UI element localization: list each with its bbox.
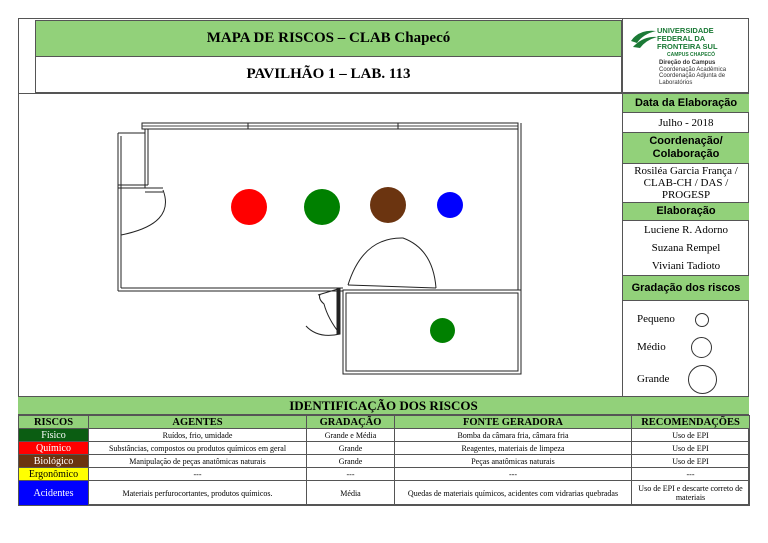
grade-cell: Grande [306,454,395,468]
grad-heading: Gradação dos riscos [623,275,749,301]
grad-large-label: Grande [637,373,670,385]
elaborator-3: Viviani Tadioto [651,260,721,272]
grade-cell: --- [306,467,395,481]
logo-wordmark: UNIVERSIDADE FEDERAL DA FRONTEIRA SUL [657,26,718,51]
recommendation-cell: Uso de EPI [631,454,750,468]
sidebar-divider [622,18,623,396]
grad-medium-label: Médio [637,341,666,353]
source-cell: Peças anatômicas naturais [394,454,632,468]
recommendation-cell: --- [631,467,750,481]
coord-value: Rosiléa Garcia França / CLAB-CH / DAS / … [634,165,738,201]
grade-cell: Grande [306,441,395,455]
agents-cell: Ruídos, frio, umidade [88,428,307,442]
source-cell: Bomba da câmara fria, câmara fria [394,428,632,442]
grade-cell: Média [306,480,395,506]
elaborator-2: Suzana Rempel [651,242,721,254]
grad-small-label: Pequeno [637,313,675,325]
table-row: Químico Substâncias, compostos ou produt… [18,441,750,455]
header-divider [18,93,623,94]
source-cell: Quedas de materiais químicos, acidentes … [394,480,632,506]
risk-type-cell: Ergonômico [18,467,89,481]
table-row: Biológico Manipulação de peças anatômica… [18,454,750,468]
agents-cell: Materiais perfurocortantes, produtos quí… [88,480,307,506]
risk-table-header: RISCOS AGENTES GRADAÇÃO FONTE GERADORA R… [18,415,750,429]
col-agentes: AGENTES [88,415,307,429]
page-title: MAPA DE RISCOS – CLAB Chapecó [35,20,622,57]
risk-circle-quimico [231,189,267,225]
risk-circle-fisico-lab [430,318,455,343]
page-subtitle: PAVILHÃO 1 – LAB. 113 [35,57,622,93]
col-fonte: FONTE GERADORA [394,415,632,429]
source-cell: Reagentes, materiais de limpeza [394,441,632,455]
risk-type-cell: Físico [18,428,89,442]
elab-heading: Elaboração [623,202,749,221]
agents-cell: --- [88,467,307,481]
recommendation-cell: Uso de EPI e descarte correto de materia… [631,480,750,506]
agents-cell: Substâncias, compostos ou produtos quími… [88,441,307,455]
floor-plan [117,122,522,375]
source-cell: --- [394,467,632,481]
table-row: Acidentes Materiais perfurocortantes, pr… [18,480,750,506]
col-gradacao: GRADAÇÃO [306,415,395,429]
date-heading: Data da Elaboração [623,93,749,113]
logo-directorate: Direção do Campus Coordenação Acadêmica … [659,60,727,86]
risk-circle-biologico [370,187,406,223]
date-value: Julho - 2018 [658,116,714,129]
risk-circle-fisico [304,189,340,225]
table-row: Físico Ruídos, frio, umidade Grande e Mé… [18,428,750,442]
risk-type-cell: Biológico [18,454,89,468]
grad-large-circle [688,365,717,394]
col-recomendacoes: RECOMENDAÇÕES [631,415,750,429]
grade-cell: Grande e Média [306,428,395,442]
col-riscos: RISCOS [18,415,89,429]
university-logo: UNIVERSIDADE FEDERAL DA FRONTEIRA SUL CA… [623,19,749,93]
table-row: Ergonômico --- --- --- --- [18,467,750,481]
elaborator-1: Luciene R. Adorno [643,224,728,236]
risk-table: RISCOS AGENTES GRADAÇÃO FONTE GERADORA R… [18,415,750,506]
coord-heading: Coordenação/ Colaboração [623,132,749,164]
risk-circle-acidentes [437,192,463,218]
grad-medium-circle [691,337,712,358]
recommendation-cell: Uso de EPI [631,428,750,442]
grad-small-circle [695,313,709,327]
risk-type-cell: Químico [18,441,89,455]
logo-campus: CAMPUS CHAPECÓ [667,52,716,58]
risk-type-cell: Acidentes [18,480,89,506]
recommendation-cell: Uso de EPI [631,441,750,455]
identification-title: IDENTIFICAÇÃO DOS RISCOS [18,396,749,415]
uffs-mark-icon [631,30,657,48]
agents-cell: Manipulação de peças anatômicas naturais [88,454,307,468]
